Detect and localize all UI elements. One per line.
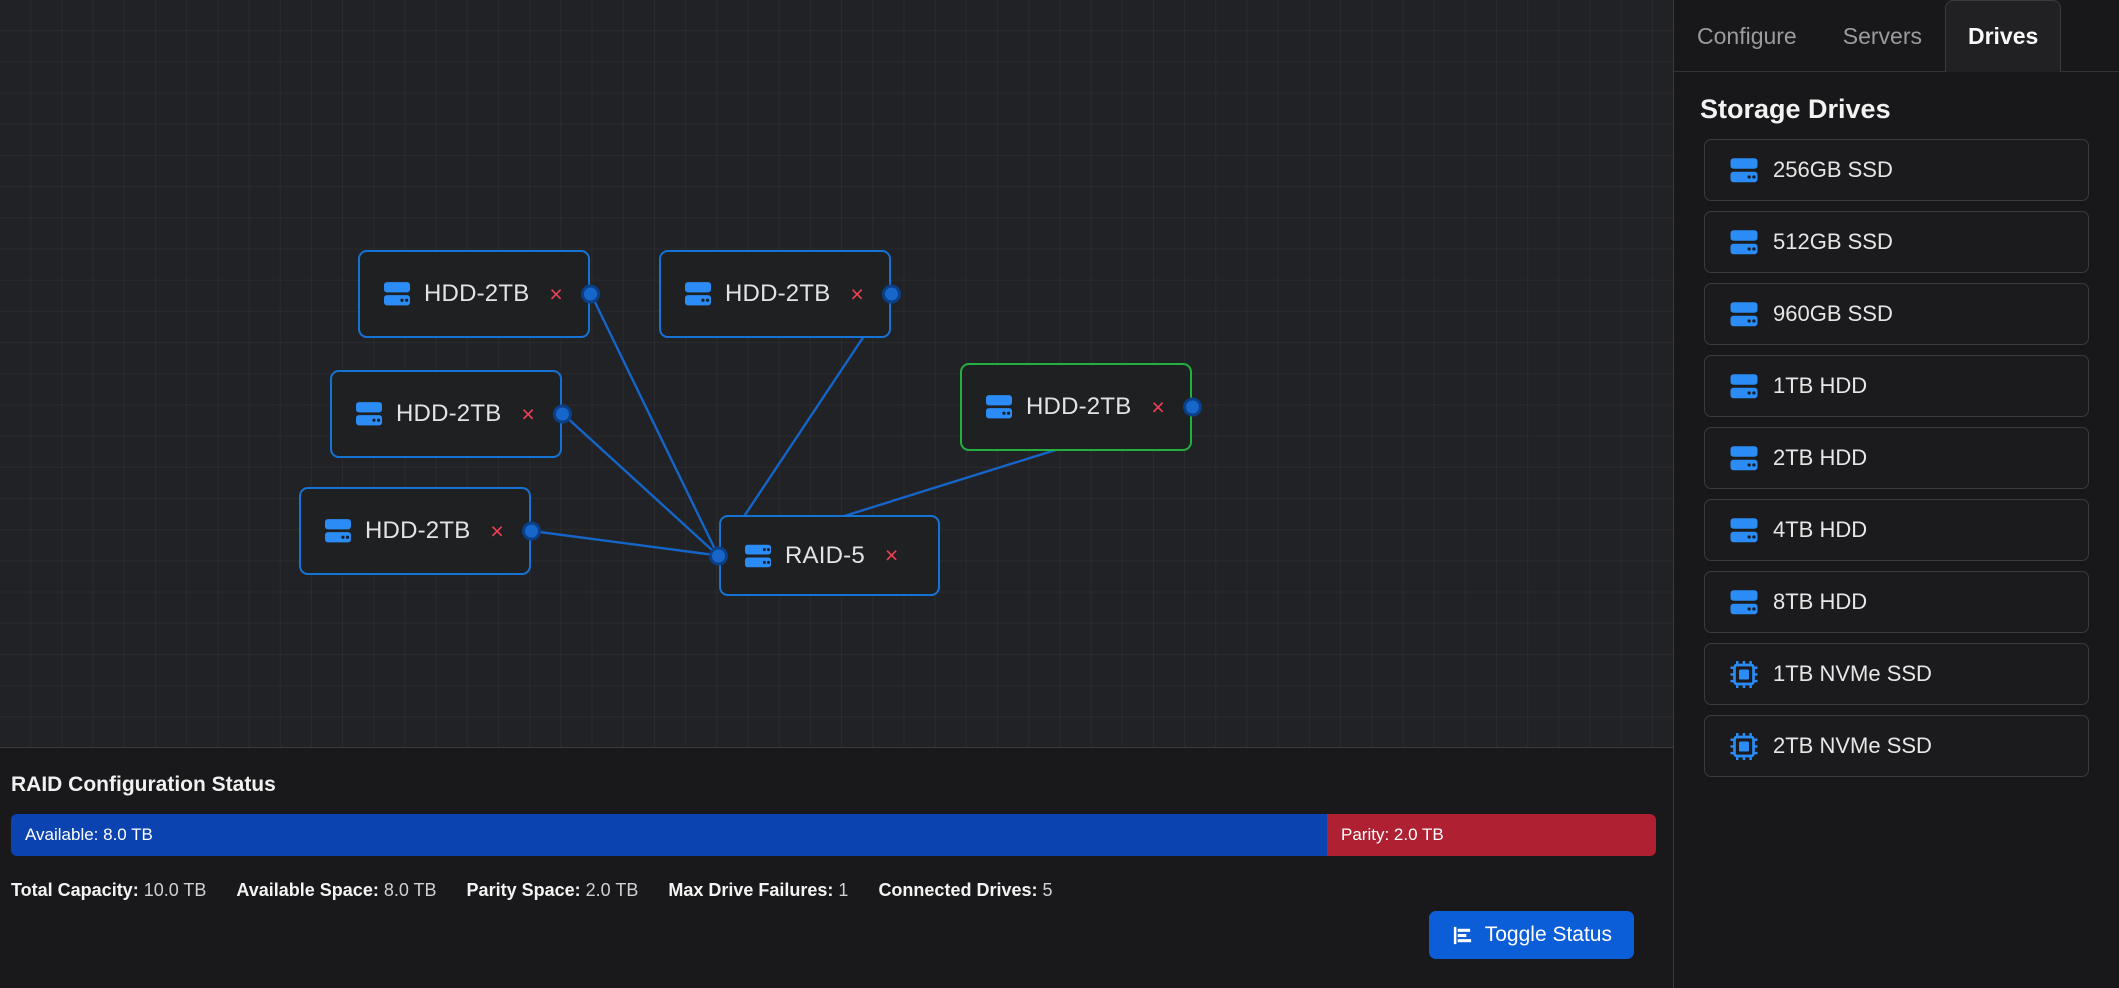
drive-list-item[interactable]: 1TB NVMe SSD	[1704, 643, 2089, 705]
drive-list-item[interactable]: 256GB SSD	[1704, 139, 2089, 201]
hdd-icon	[1730, 301, 1758, 326]
flow-node-connection-handle[interactable]	[1183, 397, 1202, 417]
hdd-icon	[1730, 445, 1758, 470]
flow-node-n5[interactable]: HDD-2TB ×	[960, 363, 1202, 451]
flow-node-n2[interactable]: HDD-2TB ×	[659, 250, 901, 338]
capacity-bar: Available: 8.0 TB Parity: 2.0 TB	[11, 814, 1656, 856]
flow-node-connection-handle[interactable]	[581, 284, 600, 304]
drive-list-item-label: 2TB NVMe SSD	[1773, 733, 1932, 758]
right-side-panel: Configure Servers Drives Storage Drives 25…	[1673, 0, 2119, 988]
drive-list-item[interactable]: 1TB HDD	[1704, 355, 2089, 417]
flow-node-connection-handle[interactable]	[553, 404, 572, 424]
drive-list-item[interactable]: 2TB NVMe SSD	[1704, 715, 2089, 777]
raid-flow-canvas[interactable]: HDD-2TB × HDD-2TB × HDD-2TB × HDD-2TB × HDD-2TB ×…	[0, 0, 1673, 748]
hdd-icon	[685, 282, 711, 306]
status-stat-value: 10.0 TB	[143, 880, 207, 900]
status-stat-label: Max Drive Failures:	[668, 880, 834, 900]
status-stat-value: 1	[838, 880, 849, 900]
drive-list-item-label: 512GB SSD	[1773, 229, 1893, 254]
storage-drive-list: 256GB SSD 512GB SSD 960GB SSD 1TB HDD 2TB HD…	[1674, 139, 2119, 777]
flow-node-delete-button[interactable]: ×	[1151, 393, 1165, 420]
tab-label: Servers	[1842, 22, 1922, 49]
drive-list-item[interactable]: 960GB SSD	[1704, 283, 2089, 345]
tab-configure[interactable]: Configure	[1674, 0, 1820, 71]
flow-node-raid[interactable]: RAID-5 ×	[709, 515, 940, 596]
capacity-bar-parity-label: Parity: 2.0 TB	[1341, 825, 1444, 844]
tab-servers[interactable]: Servers	[1820, 0, 1945, 71]
bar-chart-icon	[1453, 926, 1471, 944]
status-stat-label: Total Capacity:	[11, 880, 139, 900]
flow-node-delete-button[interactable]: ×	[490, 517, 504, 544]
flow-node-connection-handle[interactable]	[882, 284, 901, 304]
flow-edge[interactable]	[562, 413, 719, 557]
drive-list-item[interactable]: 4TB HDD	[1704, 499, 2089, 561]
flow-node-label: HDD-2TB	[396, 400, 502, 427]
flow-edge[interactable]	[531, 529, 719, 557]
hdd-icon	[356, 402, 382, 426]
flow-node-n1[interactable]: HDD-2TB ×	[358, 250, 600, 338]
tab-drives[interactable]: Drives	[1944, 0, 2062, 72]
status-stat-label: Connected Drives:	[878, 880, 1038, 900]
flow-node-label: HDD-2TB	[725, 280, 831, 307]
hdd-icon	[1730, 517, 1758, 542]
drive-list-item-label: 4TB HDD	[1773, 517, 1868, 542]
chip-icon	[1730, 732, 1758, 760]
drive-list-item-label: 1TB HDD	[1773, 373, 1868, 398]
hdd-icon	[986, 395, 1012, 419]
flow-node-delete-button[interactable]: ×	[549, 280, 563, 307]
capacity-bar-parity-segment: Parity: 2.0 TB	[1327, 814, 1656, 856]
status-stat-value: 2.0 TB	[585, 880, 639, 900]
panel-tab-bar: Configure Servers Drives	[1674, 0, 2119, 72]
drive-list-item-label: 960GB SSD	[1773, 301, 1893, 326]
flow-node-label: HDD-2TB	[424, 280, 530, 307]
toggle-status-button-label: Toggle Status	[1484, 923, 1612, 946]
status-stat: Connected Drives: 5	[878, 880, 1052, 901]
status-stat: Parity Space: 2.0 TB	[467, 880, 639, 901]
tab-label: Drives	[1967, 23, 2039, 49]
hdd-icon	[325, 519, 351, 543]
hdd-icon	[384, 282, 410, 306]
status-stat-value: 8.0 TB	[383, 880, 437, 900]
status-stat: Max Drive Failures: 1	[668, 880, 848, 901]
flow-node-delete-button[interactable]: ×	[521, 400, 535, 427]
flow-node-n3[interactable]: HDD-2TB ×	[330, 370, 572, 458]
hdd-icon	[1730, 157, 1758, 182]
tab-label: Configure	[1697, 22, 1797, 49]
drive-list-item-label: 256GB SSD	[1773, 157, 1893, 182]
flow-node-connection-handle[interactable]	[522, 521, 541, 541]
toggle-status-button[interactable]: Toggle Status	[1428, 911, 1634, 959]
flow-node-connection-handle[interactable]	[709, 546, 728, 565]
status-stat-label: Available Space:	[236, 880, 379, 900]
hdd-icon	[1730, 229, 1758, 254]
hdd-icon	[1730, 373, 1758, 398]
capacity-bar-available-segment: Available: 8.0 TB	[11, 814, 1327, 856]
status-stats-row: Total Capacity: 10.0 TB Available Space: …	[11, 880, 1662, 901]
flow-node-label: HDD-2TB	[1026, 393, 1132, 420]
raid-configuration-status-panel: RAID Configuration Status Available: 8.0…	[0, 749, 1673, 988]
status-title: RAID Configuration Status	[11, 773, 276, 796]
status-stat: Total Capacity: 10.0 TB	[11, 880, 206, 901]
status-stat: Available Space: 8.0 TB	[236, 880, 436, 901]
drive-list-item-label: 8TB HDD	[1773, 589, 1868, 614]
canvas-and-status-area: HDD-2TB × HDD-2TB × HDD-2TB × HDD-2TB × HDD-2TB ×…	[0, 0, 1673, 988]
edge-layer	[531, 293, 1194, 557]
flow-node-delete-button[interactable]: ×	[884, 542, 899, 568]
drive-list-item-label: 1TB NVMe SSD	[1773, 661, 1932, 686]
flow-node-label: RAID-5	[785, 541, 865, 569]
status-stat-value: 5	[1042, 880, 1053, 900]
flow-node-delete-button[interactable]: ×	[850, 280, 864, 307]
capacity-bar-available-label: Available: 8.0 TB	[25, 825, 153, 844]
status-stat-label: Parity Space:	[466, 880, 581, 900]
drive-list-item[interactable]: 512GB SSD	[1704, 211, 2089, 273]
toggle-status-row: Toggle Status	[0, 911, 1645, 959]
flow-node-label: HDD-2TB	[365, 517, 471, 544]
chip-icon	[1730, 660, 1758, 688]
drive-list-item[interactable]: 8TB HDD	[1704, 571, 2089, 633]
raid-icon	[745, 544, 771, 567]
panel-title: Storage Drives	[1700, 94, 1891, 124]
drive-list-item-label: 2TB HDD	[1773, 445, 1868, 470]
hdd-icon	[1730, 589, 1758, 614]
flow-node-n4[interactable]: HDD-2TB ×	[299, 487, 541, 575]
drive-list-item[interactable]: 2TB HDD	[1704, 427, 2089, 489]
